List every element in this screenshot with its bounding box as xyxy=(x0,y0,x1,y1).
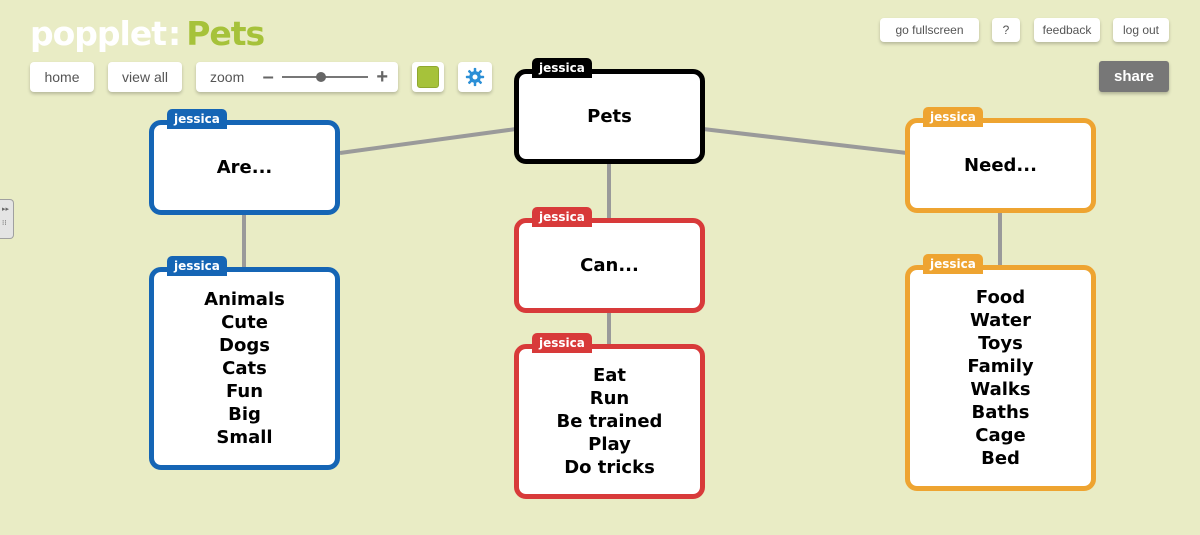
popple-title: Pets xyxy=(587,106,632,127)
popple-line: Cage xyxy=(975,425,1026,446)
expand-arrows-icon: ▸▸ xyxy=(2,205,10,213)
grip-dots-icon: ⁞⁞ xyxy=(2,219,7,227)
popple-line: Eat xyxy=(592,365,627,386)
author-tag: jessica xyxy=(923,107,983,127)
popple-line: Fun xyxy=(225,381,264,402)
feedback-button-label: feedback xyxy=(1042,23,1092,37)
side-panel-toggle[interactable]: ▸▸ ⁞⁞ xyxy=(0,199,14,239)
connector-pets-are xyxy=(339,127,517,155)
home-button[interactable]: home xyxy=(30,62,94,92)
popple-line: Family xyxy=(967,356,1034,377)
zoom-slider-handle[interactable] xyxy=(315,72,326,82)
settings-button[interactable] xyxy=(458,62,492,92)
popple-line: Walks xyxy=(970,379,1031,400)
popple-line: Do tricks xyxy=(564,457,655,478)
home-button-label: home xyxy=(44,69,80,85)
zoom-label: zoom xyxy=(210,69,245,85)
popple-title: Need... xyxy=(964,155,1037,176)
fullscreen-button-label: go fullscreen xyxy=(895,23,964,37)
logout-button[interactable]: log out xyxy=(1113,18,1169,42)
popple-line: Bed xyxy=(981,448,1020,469)
board-title: Pets xyxy=(186,14,265,53)
popple-line: Be trained xyxy=(556,411,663,432)
zoom-in-icon[interactable]: + xyxy=(376,66,389,88)
popple-line: Food xyxy=(975,287,1026,308)
author-tag: jessica xyxy=(167,109,227,129)
popple-card: Can... xyxy=(514,218,705,313)
share-button-label: share xyxy=(1113,68,1155,85)
popple-pets[interactable]: jessica Pets xyxy=(514,58,705,164)
zoom-control: zoom – + xyxy=(196,62,398,92)
connector-pets-need xyxy=(702,127,908,155)
popple-line: Big xyxy=(228,404,261,425)
help-button[interactable]: ? xyxy=(992,18,1020,42)
popple-are[interactable]: jessica Are... xyxy=(149,109,340,215)
popple-line: Play xyxy=(588,434,631,455)
author-tag: jessica xyxy=(532,333,592,353)
popple-card: Need... xyxy=(905,118,1096,213)
popple-line: Small xyxy=(216,427,273,448)
author-tag: jessica xyxy=(923,254,983,274)
popple-line: Animals xyxy=(204,289,285,310)
popple-line: Toys xyxy=(978,333,1023,354)
popple-title: Can... xyxy=(580,255,639,276)
popple-line: Run xyxy=(589,388,630,409)
view-all-button[interactable]: view all xyxy=(108,62,182,92)
feedback-button[interactable]: feedback xyxy=(1034,18,1100,42)
popple-line: Cute xyxy=(221,312,268,333)
brand-separator: : xyxy=(168,14,181,53)
color-swatch xyxy=(417,66,439,88)
popple-need[interactable]: jessica Need... xyxy=(905,107,1096,213)
help-button-label: ? xyxy=(1002,23,1010,37)
popple-line: Baths xyxy=(971,402,1030,423)
popple-line: Cats xyxy=(222,358,267,379)
zoom-slider[interactable] xyxy=(282,72,369,82)
popple-line: Dogs xyxy=(219,335,270,356)
zoom-out-icon[interactable]: – xyxy=(262,66,274,88)
popple-line: Water xyxy=(969,310,1032,331)
author-tag: jessica xyxy=(167,256,227,276)
popple-can[interactable]: jessica Can... xyxy=(514,207,705,313)
popple-card: Pets xyxy=(514,69,705,164)
app-logo: popplet:Pets xyxy=(30,14,265,54)
brand-name: popplet xyxy=(30,14,167,53)
popple-title: Are... xyxy=(216,157,273,178)
share-button[interactable]: share xyxy=(1099,61,1169,92)
popple-card: Are... xyxy=(149,120,340,215)
author-tag: jessica xyxy=(532,58,592,78)
gear-icon xyxy=(465,67,485,87)
fullscreen-button[interactable]: go fullscreen xyxy=(880,18,979,42)
logout-button-label: log out xyxy=(1122,23,1160,37)
author-tag: jessica xyxy=(532,207,592,227)
view-all-button-label: view all xyxy=(122,69,168,85)
color-picker-button[interactable] xyxy=(412,62,444,92)
